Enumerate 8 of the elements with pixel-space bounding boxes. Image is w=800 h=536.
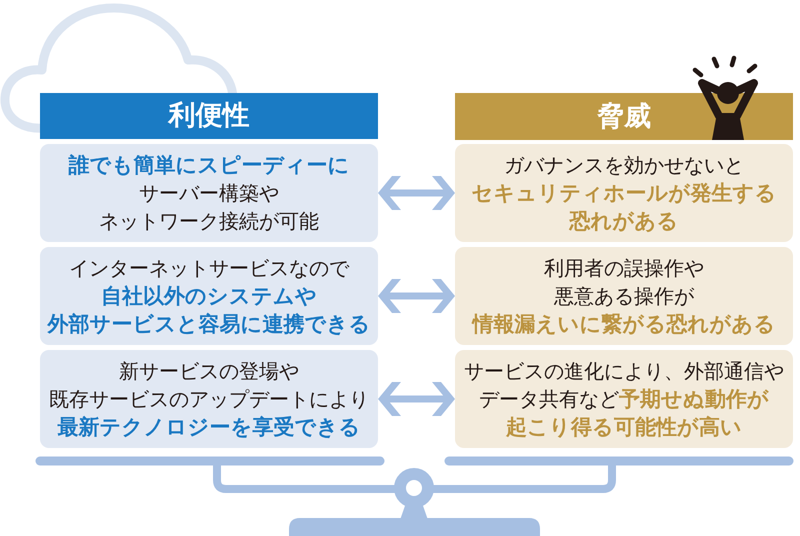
text-box: サービスの進化により、外部通信やデータ共有など予期せぬ動作が起こり得る可能性が高い: [455, 350, 793, 448]
text-box: ガバナンスを効かせないとセキュリティホールが発生する恐れがある: [455, 144, 793, 242]
text-box: インターネットサービスなので自社以外のシステムや外部サービスと容易に連携できる: [40, 247, 378, 345]
text-box: 利用者の誤操作や悪意ある操作が情報漏えいに繋がる恐れがある: [455, 247, 793, 345]
text-box: 誰でも簡単にスピーディーにサーバー構築やネットワーク接続が可能: [40, 144, 378, 242]
header-band: 脅威: [455, 93, 793, 140]
header-band: 利便性: [40, 93, 378, 139]
text-box: 新サービスの登場や既存サービスのアップデートにより最新テクノロジーを享受できる: [40, 350, 378, 448]
